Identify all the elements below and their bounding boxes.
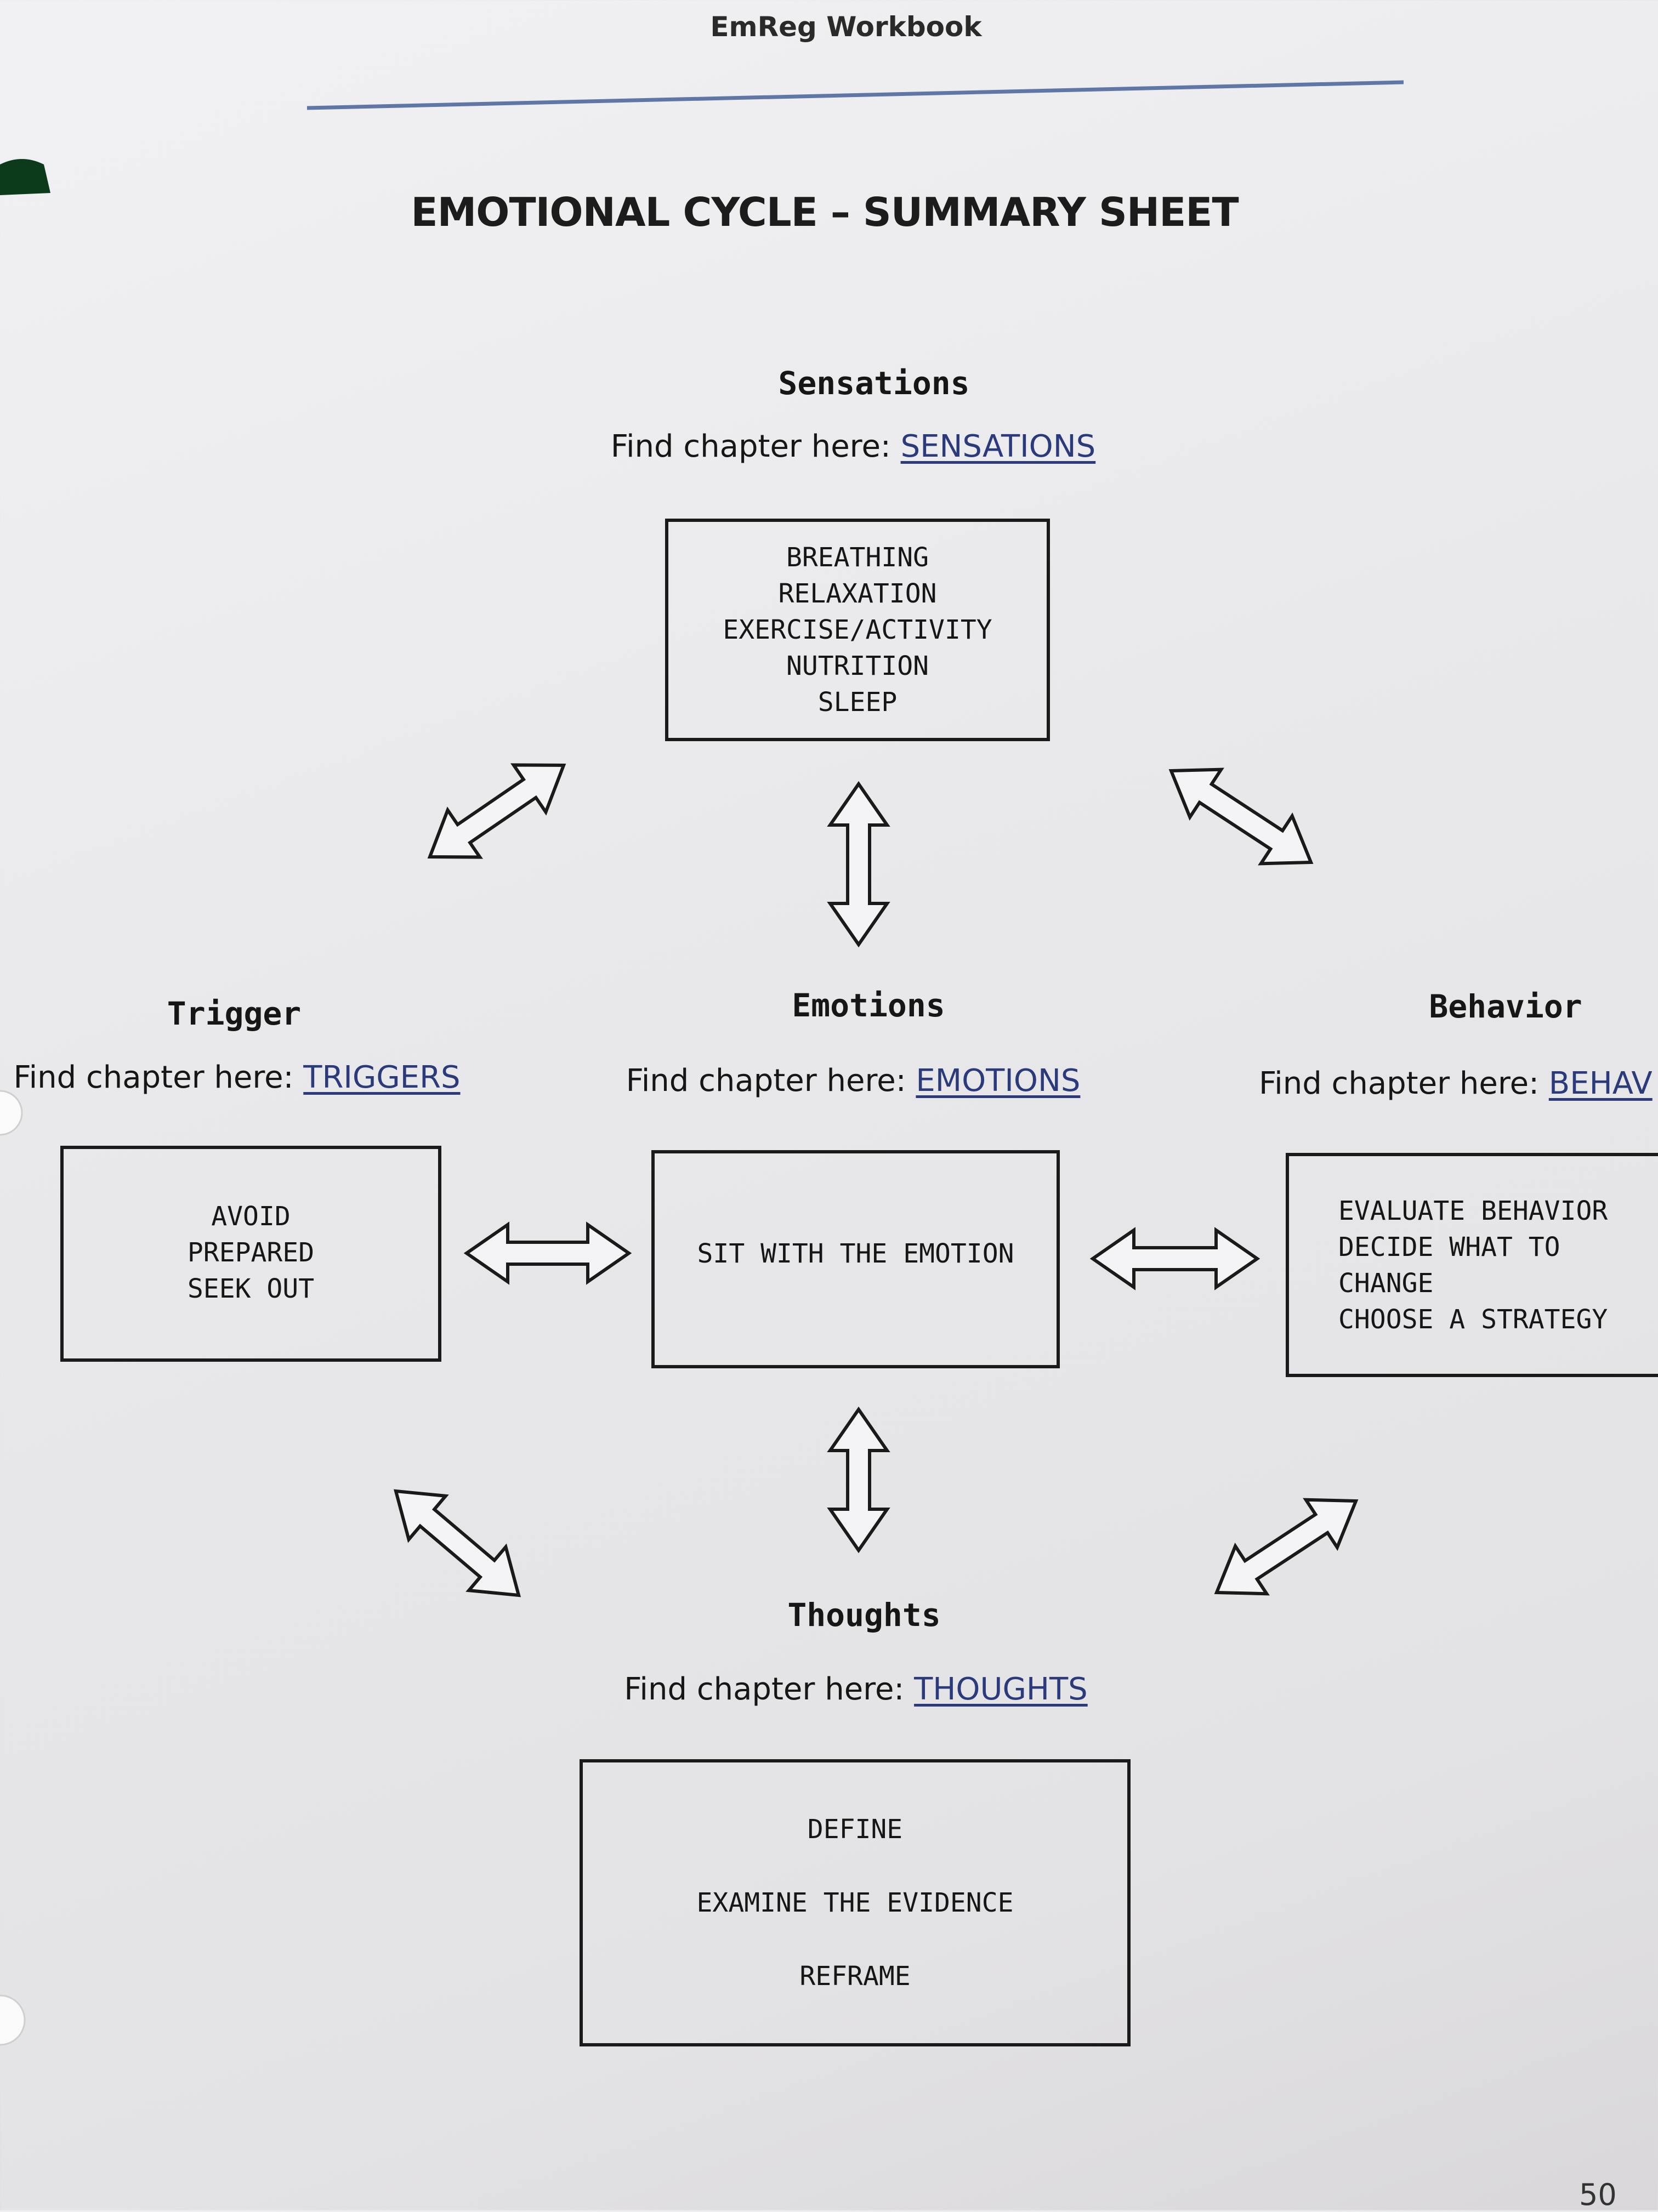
box-item: EXERCISE/ACTIVITY xyxy=(723,615,992,645)
box-item: AVOID xyxy=(211,1201,291,1232)
sensations-heading: Sensations xyxy=(778,365,970,402)
trigger-box: AVOID PREPARED SEEK OUT xyxy=(60,1146,441,1362)
emotions-heading: Emotions xyxy=(792,987,945,1024)
find-label: Find chapter here: xyxy=(610,429,901,464)
box-item: DECIDE WHAT TO xyxy=(1338,1231,1560,1263)
double-arrow-trigger-sensations xyxy=(427,763,566,859)
box-item: RELAXATION xyxy=(778,578,937,609)
find-label: Find chapter here: xyxy=(626,1063,916,1099)
box-item: EXAMINE THE EVIDENCE xyxy=(696,1887,1014,1918)
thoughts-link[interactable]: THOUGHTS xyxy=(914,1671,1088,1707)
find-label: Find chapter here: xyxy=(1259,1066,1549,1101)
emotions-link[interactable]: EMOTIONS xyxy=(916,1063,1081,1099)
double-arrow-trigger-thoughts xyxy=(393,1489,521,1597)
emotions-box: SIT WITH THE EMOTION xyxy=(651,1150,1060,1368)
sensations-box: BREATHING RELAXATION EXERCISE/ACTIVITY N… xyxy=(665,519,1050,741)
box-item: CHOOSE A STRATEGY xyxy=(1338,1304,1608,1335)
trigger-heading: Trigger xyxy=(167,995,302,1032)
thoughts-box: DEFINE EXAMINE THE EVIDENCE REFRAME xyxy=(580,1759,1131,2046)
box-item: SIT WITH THE EMOTION xyxy=(697,1238,1014,1269)
workbook-header: EmReg Workbook xyxy=(710,11,982,43)
box-item: SEEK OUT xyxy=(187,1273,315,1304)
double-arrow-sensations-behavior xyxy=(1168,767,1314,866)
green-marker-blob xyxy=(0,159,50,195)
punch-hole xyxy=(0,1994,26,2046)
thoughts-heading: Thoughts xyxy=(787,1596,941,1634)
double-arrow-behavior-thoughts xyxy=(1214,1498,1359,1596)
punch-hole xyxy=(0,1090,23,1136)
double-arrow-sensations-emotions xyxy=(827,781,890,948)
thoughts-find-chapter: Find chapter here: THOUGHTS xyxy=(624,1671,1087,1707)
box-item: DEFINE xyxy=(807,1814,903,1845)
triggers-link[interactable]: TRIGGERS xyxy=(303,1060,461,1095)
behavior-link[interactable]: BEHAV xyxy=(1548,1066,1653,1101)
sensations-find-chapter: Find chapter here: SENSATIONS xyxy=(611,429,1095,464)
behavior-heading: Behavior xyxy=(1429,988,1582,1025)
box-item: NUTRITION xyxy=(786,651,929,681)
header-rule xyxy=(306,80,1404,110)
double-arrow-emotions-thoughts xyxy=(827,1406,890,1554)
page-number: 50 xyxy=(1579,2177,1617,2212)
trigger-find-chapter: Find chapter here: TRIGGERS xyxy=(13,1060,460,1095)
page-title: EMOTIONAL CYCLE – SUMMARY SHEET xyxy=(411,189,1239,235)
double-arrow-trigger-emotions xyxy=(463,1221,632,1285)
box-item: PREPARED xyxy=(187,1237,315,1268)
box-item: BREATHING xyxy=(786,542,929,573)
box-item: REFRAME xyxy=(799,1961,911,1992)
box-item: CHANGE xyxy=(1338,1267,1434,1299)
find-label: Find chapter here: xyxy=(624,1671,915,1707)
sensations-link[interactable]: SENSATIONS xyxy=(900,429,1096,464)
box-item: EVALUATE BEHAVIOR xyxy=(1338,1195,1608,1226)
emotions-find-chapter: Find chapter here: EMOTIONS xyxy=(626,1063,1081,1099)
behavior-find-chapter: Find chapter here: BEHAV xyxy=(1259,1066,1653,1101)
box-item: SLEEP xyxy=(817,687,898,718)
find-label: Find chapter here: xyxy=(13,1060,304,1095)
double-arrow-emotions-behavior xyxy=(1089,1227,1260,1290)
behavior-box: EVALUATE BEHAVIOR DECIDE WHAT TO CHANGE … xyxy=(1286,1153,1658,1377)
